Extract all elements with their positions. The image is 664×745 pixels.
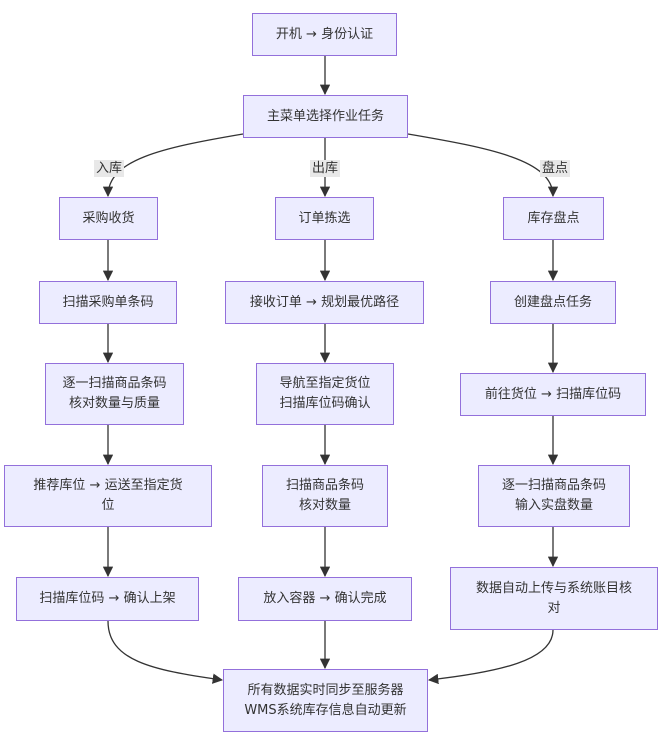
- node-outbound-navigate-line2: 扫描库位码确认: [279, 396, 371, 411]
- node-outbound-complete-text: 放入容器 → 确认完成: [263, 591, 387, 606]
- node-outbound-navigate-line1: 导航至指定货位: [279, 376, 371, 391]
- node-menu-text: 主菜单选择作业任务: [266, 108, 384, 124]
- node-outbound-pick: 订单拣选: [275, 197, 374, 240]
- node-outbound-scan-item-line1: 扫描商品条码: [285, 478, 364, 493]
- node-inventory-create-task: 创建盘点任务: [490, 281, 616, 324]
- node-outbound-complete: 放入容器 → 确认完成: [238, 577, 412, 621]
- node-inbound-confirm: 扫描库位码 → 确认上架: [16, 577, 199, 621]
- edge-in-5-end: [107, 620, 224, 684]
- node-inventory-scan-item: 逐一扫描商品条码 输入实盘数量: [478, 465, 630, 527]
- node-inventory-reconcile-line1: 数据自动上传与系统账目核: [475, 580, 632, 596]
- node-outbound-route: 接收订单 → 规划最优路径: [225, 281, 424, 324]
- edge-label-inbound: 入库: [94, 160, 125, 177]
- node-inbound-putaway-line2: 位: [101, 498, 115, 513]
- node-inventory-count: 库存盘点: [503, 197, 604, 240]
- node-outbound-scan-item: 扫描商品条码 核对数量: [262, 465, 388, 527]
- node-outbound-route-text: 接收订单 → 规划最优路径: [249, 294, 400, 310]
- edge-menu-inbound: [102, 133, 244, 198]
- node-inventory-scan-item-line1: 逐一扫描商品条码: [501, 478, 606, 493]
- node-inventory-scan-item-line2: 输入实盘数量: [514, 498, 593, 513]
- edge-inv-5-end: [427, 629, 554, 685]
- node-inventory-create-task-text: 创建盘点任务: [513, 294, 592, 310]
- node-inbound-check-line1: 逐一扫描商品条码: [62, 376, 167, 391]
- node-inbound-putaway-line1: 推荐库位 → 运送至指定货: [33, 478, 183, 493]
- node-inbound-check: 逐一扫描商品条码 核对数量与质量: [45, 363, 184, 425]
- node-end-sync-line2: WMS系统库存信息自动更新: [244, 702, 407, 718]
- node-inventory-goto: 前往货位 → 扫描库位码: [460, 373, 646, 416]
- node-start-text: 开机 → 身份认证: [275, 26, 374, 42]
- edge-label-outbound: 出库: [310, 160, 341, 177]
- node-inventory-reconcile: 数据自动上传与系统账目核 对: [450, 567, 658, 630]
- node-inbound-putaway-suggest: 推荐库位 → 运送至指定货 位: [4, 465, 212, 527]
- node-inbound-confirm-text: 扫描库位码 → 确认上架: [39, 591, 176, 606]
- node-inbound-scan-po: 扫描采购单条码: [39, 281, 177, 324]
- node-inventory-count-text: 库存盘点: [527, 210, 580, 226]
- node-inventory-goto-text: 前往货位 → 扫描库位码: [484, 386, 622, 402]
- node-menu: 主菜单选择作业任务: [243, 95, 408, 138]
- node-inbound-receive: 采购收货: [59, 197, 158, 240]
- node-end-sync-line1: 所有数据实时同步至服务器: [247, 682, 404, 698]
- node-outbound-scan-item-line2: 核对数量: [298, 498, 351, 513]
- edge-label-inventory: 盘点: [540, 160, 571, 177]
- node-inventory-reconcile-line2: 对: [547, 600, 561, 616]
- node-inbound-receive-text: 采购收货: [82, 210, 135, 226]
- node-inbound-scan-po-text: 扫描采购单条码: [62, 294, 154, 310]
- node-end-sync: 所有数据实时同步至服务器 WMS系统库存信息自动更新: [223, 669, 428, 732]
- edge-menu-inventory: [407, 133, 559, 198]
- node-outbound-navigate: 导航至指定货位 扫描库位码确认: [256, 363, 394, 425]
- node-inbound-check-line2: 核对数量与质量: [68, 396, 160, 411]
- node-start: 开机 → 身份认证: [252, 13, 397, 56]
- node-outbound-pick-text: 订单拣选: [298, 210, 351, 226]
